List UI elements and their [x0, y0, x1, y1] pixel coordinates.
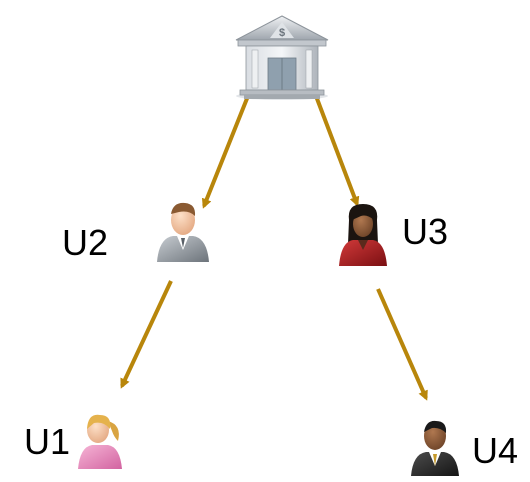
- girl-pink-shirt-icon: [78, 414, 122, 469]
- node-label-u1: U1: [24, 421, 71, 462]
- arrow-bank-to-u2: [201, 95, 250, 209]
- arrow-u2-to-u1: [120, 280, 173, 389]
- node-label-u2: U2: [62, 222, 109, 263]
- node-label-u4: U4: [472, 430, 519, 471]
- node-label-u3: U3: [402, 211, 449, 252]
- woman-red-jacket-icon: [339, 204, 387, 266]
- bank-icon: $: [235, 15, 329, 100]
- arrow-bank-to-u3: [314, 95, 360, 207]
- svg-text:$: $: [279, 27, 285, 39]
- arrow-u3-to-u4: [376, 288, 428, 401]
- man-grey-suit-icon: [157, 202, 209, 262]
- man-dark-suit-icon: [411, 420, 459, 476]
